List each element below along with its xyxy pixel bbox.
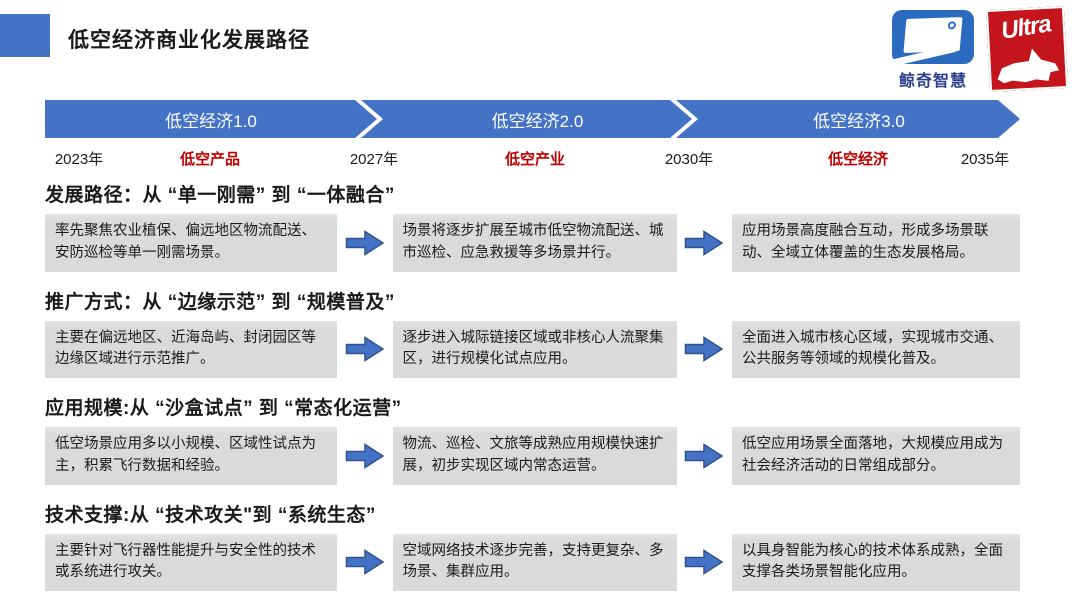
section-heading: 推广方式：从 “边缘示范” 到 “规模普及” xyxy=(45,291,395,313)
stage-box-2: 逐步进入城际链接区域或非核心人流聚集区，进行规模化试点应用。 xyxy=(392,320,677,378)
stage-box-1: 主要在偏远地区、近海岛屿、封闭园区等边缘区域进行示范推广。 xyxy=(45,320,337,378)
stage-box-3: 低空应用场景全面落地，大规模应用成为社会经济活动的日常组成部分。 xyxy=(732,427,1020,485)
right-arrow-icon xyxy=(682,214,726,272)
timeline-stage-3-label: 低空经济3.0 xyxy=(813,111,905,131)
section-stage-row: 主要针对飞行器性能提升与安全性的技术或系统进行攻关。 空域网络技术逐步完善，支持… xyxy=(45,533,1020,592)
stage-box-1: 主要针对飞行器性能提升与安全性的技术或系统进行攻关。 xyxy=(45,533,337,591)
whale-logo-label: 鲸奇智慧 xyxy=(898,73,967,90)
title-accent-block xyxy=(0,14,50,57)
timeline-stage-1-label: 低空经济1.0 xyxy=(165,111,257,131)
right-arrow-icon xyxy=(682,427,726,485)
section-heading: 发展路径：从 “单一刚需” 到 “一体融合” xyxy=(45,185,395,206)
timeline-marker-year-2030: 2030年 xyxy=(664,151,714,168)
section-stage-row: 率先聚焦农业植保、偏远地区物流配送、安防巡检等单一刚需场景。 场景将逐步扩展至城… xyxy=(45,214,1020,272)
whale-eye-icon xyxy=(947,21,957,30)
rhino-icon xyxy=(996,44,1060,83)
stage-box-2: 空域网络技术逐步完善，支持更复杂、多场景、集群应用。 xyxy=(392,533,677,591)
stage-box-3: 应用场景高度融合互动，形成多场景联动、全域立体覆盖的生态发展格局。 xyxy=(732,214,1020,272)
stage-box-1: 率先聚焦农业植保、偏远地区物流配送、安防巡检等单一刚需场景。 xyxy=(45,214,337,272)
stage-box-2: 场景将逐步扩展至城市低空物流配送、城市巡检、应急救援等多场景并行。 xyxy=(392,214,677,272)
timeline-marker-phase-2: 低空产业 xyxy=(504,151,566,168)
timeline-marker-year-2035: 2035年 xyxy=(960,151,1010,168)
section-development-path: 发展路径：从 “单一刚需” 到 “一体融合” 率先聚焦农业植保、偏远地区物流配送… xyxy=(45,180,1020,272)
section-stage-row: 低空场景应用多以小规模、区域性试点为主，积累飞行数据和经验。 物流、巡检、文旅等… xyxy=(45,427,1020,485)
stage-box-3: 以具身智能为核心的技术体系成熟，全面支撑各类场景智能化应用。 xyxy=(732,533,1020,591)
right-arrow-icon xyxy=(343,214,387,272)
right-arrow-icon xyxy=(343,427,387,485)
page-title: 低空经济商业化发展路径 xyxy=(68,29,310,52)
timeline-stage-2: 低空经济2.0 xyxy=(361,100,692,138)
sections-container: 发展路径：从 “单一刚需” 到 “一体融合” 率先聚焦农业植保、偏远地区物流配送… xyxy=(45,180,1020,606)
ultra-logo-label: Ultra xyxy=(999,10,1053,45)
timeline-marker-phase-1: 低空产品 xyxy=(179,151,241,168)
right-arrow-icon xyxy=(682,534,726,592)
right-arrow-icon xyxy=(682,321,726,379)
timeline-marker-year-2023: 2023年 xyxy=(54,151,104,168)
timeline-stage-3: 低空经济3.0 xyxy=(676,100,1020,138)
stage-box-1: 低空场景应用多以小规模、区域性试点为主，积累飞行数据和经验。 xyxy=(45,427,337,485)
timeline-stage-2-label: 低空经济2.0 xyxy=(491,111,584,131)
timeline-marker-year-2027: 2027年 xyxy=(349,151,399,168)
timeline-marker-phase-3: 低空经济 xyxy=(827,151,889,168)
section-application-scale: 应用规模:从 “沙盒试点” 到 “常态化运营” 低空场景应用多以小规模、区域性试… xyxy=(45,393,1020,485)
section-technical-support: 技术支撑:从 “技术攻关"到 “系统生态” 主要针对飞行器性能提升与安全性的技术… xyxy=(45,500,1020,592)
whale-logo: 鲸奇智慧 xyxy=(888,10,978,91)
section-heading: 技术支撑:从 “技术攻关"到 “系统生态” xyxy=(45,504,376,526)
section-heading: 应用规模:从 “沙盒试点” 到 “常态化运营” xyxy=(45,398,402,419)
section-stage-row: 主要在偏远地区、近海岛屿、封闭园区等边缘区域进行示范推广。 逐步进入城际链接区域… xyxy=(45,320,1020,379)
right-arrow-icon xyxy=(343,321,387,379)
right-arrow-icon xyxy=(343,534,387,592)
whale-icon xyxy=(892,10,974,64)
stage-box-3: 全面进入城市核心区域，实现城市交通、公共服务等领域的规模化普及。 xyxy=(732,320,1020,378)
ultra-logo: Ultra xyxy=(985,6,1069,92)
timeline-stage-1: 低空经济1.0 xyxy=(45,100,377,138)
section-promotion-mode: 推广方式：从 “边缘示范” 到 “规模普及” 主要在偏远地区、近海岛屿、封闭园区… xyxy=(45,287,1020,379)
stage-box-2: 物流、巡检、文旅等成熟应用规模快速扩展，初步实现区域内常态运营。 xyxy=(392,427,677,485)
